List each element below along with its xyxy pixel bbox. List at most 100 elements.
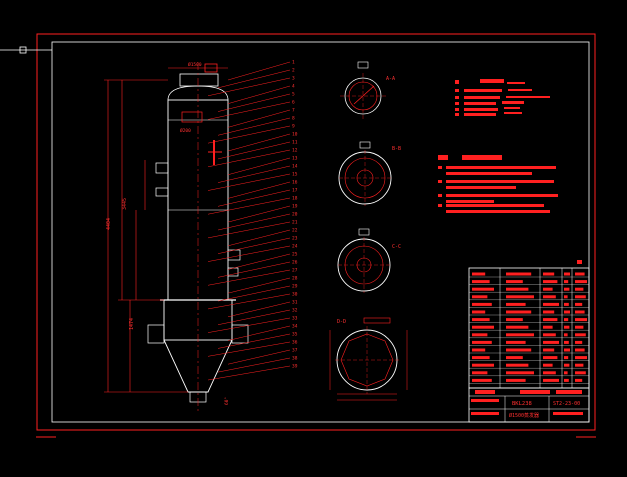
parts-cell-mark	[472, 310, 486, 314]
parts-cell-mark	[506, 295, 534, 299]
parts-cell-mark	[564, 340, 569, 344]
parts-cell-mark	[575, 280, 587, 284]
balloon-number: 31	[292, 300, 298, 306]
parts-cell-mark	[506, 363, 529, 367]
leader-line	[207, 221, 291, 239]
parts-cell-mark	[543, 318, 558, 322]
elevation-view	[147, 62, 249, 412]
leader-line	[217, 357, 291, 373]
dim-cone-angle: 60°	[224, 397, 230, 405]
balloon-number: 4	[292, 84, 295, 90]
parts-cell-mark	[564, 371, 568, 375]
parts-cell-mark	[472, 280, 490, 284]
parts-cell-mark	[506, 340, 526, 344]
leader-line	[207, 173, 291, 191]
leader-line	[207, 125, 291, 144]
parts-cell-mark	[543, 287, 553, 291]
leader-line	[207, 293, 291, 310]
leader-line	[217, 69, 291, 89]
balloon-number: 37	[292, 348, 298, 354]
balloon-number: 5	[292, 92, 295, 98]
balloon-number: 27	[292, 268, 298, 274]
parts-cell-mark	[564, 310, 570, 314]
parts-cell-mark	[575, 295, 586, 299]
vertical-dimensions	[104, 79, 188, 393]
parts-cell-mark	[564, 363, 570, 367]
title-block	[468, 387, 590, 423]
leader-line	[207, 365, 291, 381]
parts-cell-mark	[543, 310, 555, 314]
leader-line	[227, 349, 291, 365]
parts-cell-mark	[472, 318, 490, 322]
balloon-number: 2	[292, 68, 295, 74]
parts-cell-mark	[564, 280, 569, 284]
leader-line	[217, 93, 291, 112]
left-nozzle-1	[155, 162, 169, 174]
balloon-number: 10	[292, 132, 298, 138]
parts-cell-mark	[564, 295, 568, 299]
leader-line	[207, 341, 291, 357]
balloon-number: 15	[292, 172, 298, 178]
parts-cell-mark	[472, 302, 492, 306]
balloon-number: 39	[292, 364, 298, 370]
parts-cell-mark	[575, 318, 587, 322]
support-left	[147, 324, 165, 344]
parts-rows	[469, 272, 589, 384]
balloon-number: 26	[292, 260, 298, 266]
balloon-number: 21	[292, 220, 298, 226]
leader-line	[217, 213, 291, 231]
parts-cell-mark	[472, 325, 494, 329]
leader-line	[207, 269, 291, 286]
parts-cell-mark	[543, 280, 558, 284]
leader-line	[217, 237, 291, 254]
leader-line	[217, 189, 291, 207]
parts-cell-mark	[472, 378, 492, 382]
parts-cell-mark	[543, 356, 558, 360]
balloon-number: 18	[292, 196, 298, 202]
parts-cell-mark	[543, 333, 556, 337]
leader-line	[227, 325, 291, 341]
parts-cell-mark	[564, 356, 569, 360]
balloon-number: 6	[292, 100, 295, 106]
balloon-number: 1	[292, 60, 295, 66]
leader-line	[227, 109, 291, 128]
balloon-number: 3	[292, 76, 295, 82]
parts-cell-mark	[564, 272, 570, 276]
inner-border	[51, 41, 590, 423]
balloon-number: 33	[292, 316, 298, 322]
balloon-number: 25	[292, 252, 298, 258]
parts-cell-mark	[472, 340, 492, 344]
parts-cell-mark	[564, 287, 570, 291]
balloon-number: 38	[292, 356, 298, 362]
parts-cell-mark	[564, 333, 568, 337]
section-view-c	[337, 228, 391, 293]
leader-line	[207, 317, 291, 333]
leader-line	[227, 157, 291, 175]
parts-cell-mark	[575, 348, 585, 352]
parts-cell-mark	[564, 302, 569, 306]
balloon-number: 29	[292, 284, 298, 290]
section-label-c: C-C	[392, 244, 401, 250]
ucs-icon	[19, 46, 27, 54]
parts-cell-mark	[506, 356, 523, 360]
parts-cell-mark	[564, 325, 570, 329]
leader-line	[207, 77, 291, 97]
leader-line	[217, 165, 291, 183]
parts-cell-mark	[575, 340, 583, 344]
parts-cell-mark	[506, 325, 529, 329]
leader-line	[217, 309, 291, 325]
balloon-number: 16	[292, 180, 298, 186]
drawing-name: Ø1500蒸发器	[509, 412, 539, 419]
small-marker	[577, 260, 582, 264]
parts-cell-mark	[472, 295, 488, 299]
left-nozzle-2	[155, 187, 169, 197]
balloon-number: 17	[292, 188, 298, 194]
parts-cell-mark	[543, 348, 555, 352]
section-label-b: B-B	[392, 146, 401, 152]
balloon-number: 30	[292, 292, 298, 298]
dim-outlet-dia: Ø200	[180, 127, 191, 134]
parts-cell-mark	[472, 272, 486, 276]
parts-cell-mark	[575, 363, 584, 367]
leader-lines	[207, 61, 291, 381]
